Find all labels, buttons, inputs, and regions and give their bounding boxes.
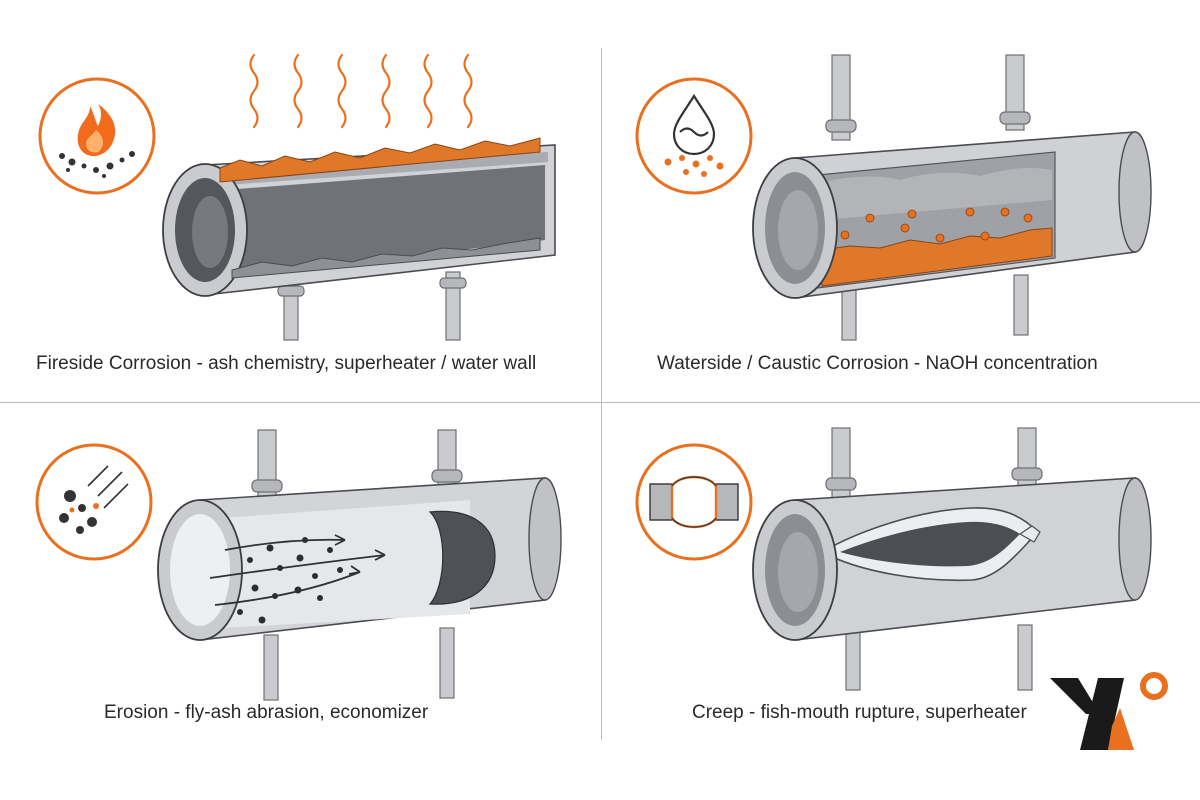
waterside-corrosion-panel [600, 0, 1200, 400]
heat-waves [251, 55, 472, 127]
water-drop-icon [637, 79, 751, 193]
waterside-corrosion-caption: Waterside / Caustic Corrosion - NaOH con… [657, 353, 1098, 375]
brand-logo [1048, 668, 1172, 752]
erosion-panel [0, 400, 600, 800]
erosion-caption: Erosion - fly-ash abrasion, economizer [104, 702, 428, 724]
creep-caption: Creep - fish-mouth rupture, superheater [692, 702, 1027, 724]
flame-with-ash-icon [40, 79, 154, 193]
fly-ash-particles-icon [37, 445, 151, 559]
waterside-pipe [753, 132, 1151, 298]
erosion-pipe [158, 478, 561, 640]
fireside-corrosion-panel [0, 0, 600, 400]
bulged-tube-icon [637, 445, 751, 559]
fireside-corrosion-caption: Fireside Corrosion - ash chemistry, supe… [36, 353, 536, 375]
creep-pipe [753, 478, 1151, 640]
